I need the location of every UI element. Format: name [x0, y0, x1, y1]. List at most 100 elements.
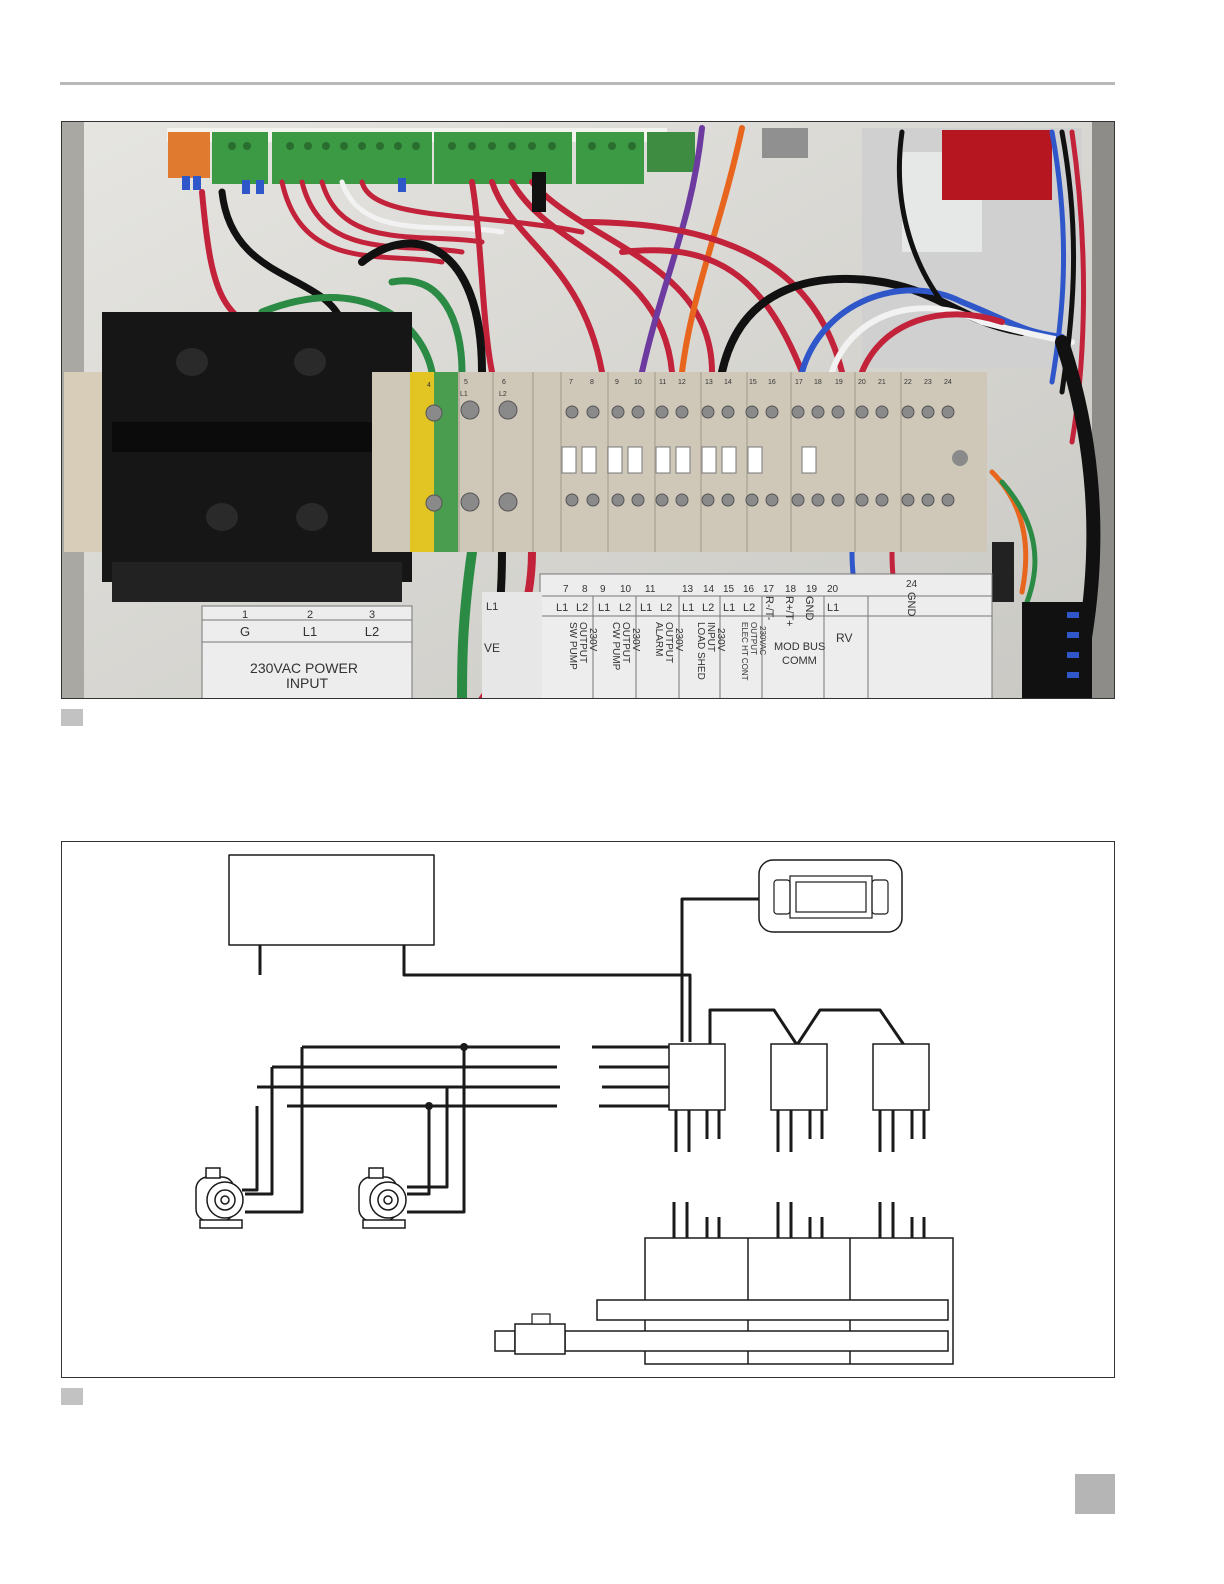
alarm-text: ALARM [653, 622, 664, 656]
wiring-label-card [539, 573, 993, 698]
strip-number: 18 [814, 379, 822, 386]
control-panel-box [228, 854, 435, 946]
label-num: 15 [723, 584, 735, 595]
strip-number: 16 [768, 379, 776, 386]
green-terminal-block [272, 132, 432, 184]
sw-pump-text: SW PUMP [567, 622, 578, 670]
control-box-photo-svg: 4 5 6 L1 L2 7 8 9 10 11 12 13 14 15 16 1… [62, 122, 1114, 698]
load-shed-text: 230V [715, 628, 726, 652]
pump-icon [195, 1167, 244, 1229]
green-terminal-block [434, 132, 572, 184]
terminal-label: G [240, 624, 250, 639]
sw-pump-text: 230V [587, 628, 598, 652]
corrugated-conduit [1022, 602, 1092, 698]
label-line: L1 [640, 602, 652, 614]
load-shed-text: LOAD SHED [695, 622, 706, 680]
label-num: 11 [645, 584, 656, 595]
power-input-label [201, 605, 413, 698]
l1-text: L1 [486, 601, 498, 613]
terminal-number: 3 [369, 609, 375, 621]
strip-number: 13 [705, 379, 713, 386]
label-num: 18 [785, 584, 797, 595]
orange-terminal-block [168, 132, 210, 178]
label-num: 19 [806, 584, 818, 595]
control-module [872, 1043, 930, 1111]
power-input-text: INPUT [286, 675, 328, 691]
strip-number: 10 [634, 379, 642, 386]
label-num: 13 [682, 584, 694, 595]
label-line: L2 [660, 602, 672, 614]
strip-number: 21 [878, 379, 886, 386]
label-num: 17 [763, 584, 775, 595]
strip-number: 24 [944, 379, 952, 386]
label-num: 20 [827, 584, 839, 595]
display-screen [795, 881, 867, 913]
terminal-label: L1 [303, 624, 317, 639]
green-terminal-block [212, 132, 268, 184]
strip-number: 20 [858, 379, 866, 386]
label-num: 10 [620, 584, 632, 595]
label-line: L2 [619, 602, 631, 614]
strip-number: 23 [924, 379, 932, 386]
control-module [770, 1043, 828, 1111]
rt-plus-text: R+/T+ [783, 596, 795, 627]
rv-text: RV [836, 631, 852, 645]
supply-manifold [596, 1299, 949, 1321]
return-manifold [564, 1330, 949, 1352]
label-num: 24 [906, 579, 918, 590]
ve-text: VE [484, 641, 500, 655]
gnd-text: GND [905, 592, 917, 617]
strip-number: 5 [464, 379, 468, 386]
elec-ht-text: 230VAC [758, 626, 767, 655]
strip-number: 22 [904, 379, 912, 386]
terminal-number: 1 [242, 609, 248, 621]
strip-number: 4 [427, 382, 431, 389]
valve-fitting [494, 1330, 516, 1352]
label-line: L1 [556, 602, 568, 614]
pump-icon [358, 1167, 407, 1229]
label-line: L2 [576, 602, 588, 614]
figure-marker [61, 709, 83, 726]
display-controller [758, 859, 903, 933]
strip-number: 15 [749, 379, 757, 386]
cw-pump-text: CW PUMP [610, 622, 621, 671]
green-terminal-block [576, 132, 644, 184]
wiring-diagram [61, 841, 1115, 1378]
strip-line-label: L2 [499, 391, 507, 398]
strip-line-label: L1 [460, 391, 468, 398]
strip-number: 7 [569, 379, 573, 386]
alarm-text: 230V [673, 628, 684, 652]
cw-pump-text: OUTPUT [620, 622, 631, 663]
rt-minus-text: R-/T- [763, 596, 775, 621]
label-line: L2 [743, 602, 755, 614]
terminal-label: L2 [365, 624, 379, 639]
control-module [668, 1043, 726, 1111]
strip-number: 8 [590, 379, 594, 386]
header-rule [60, 82, 1115, 85]
strip-number: 12 [678, 379, 686, 386]
strip-number: 6 [502, 379, 506, 386]
label-num: 16 [743, 584, 755, 595]
alarm-text: OUTPUT [663, 622, 674, 663]
control-box-photo: 4 5 6 L1 L2 7 8 9 10 11 12 13 14 15 16 1… [61, 121, 1115, 699]
label-num: 14 [703, 584, 715, 595]
label-num: 7 [563, 584, 569, 595]
label-line: L1 [598, 602, 610, 614]
elec-ht-text: ELEC HT CONT [740, 622, 749, 681]
figure-marker [61, 1388, 83, 1405]
power-input-text: 230VAC POWER [250, 660, 358, 676]
label-line: L1 [682, 602, 694, 614]
sw-pump-text: OUTPUT [577, 622, 588, 663]
mod-bus-text: MOD BUS [774, 641, 825, 653]
terminal-number: 2 [307, 609, 313, 621]
strip-number: 19 [835, 379, 843, 386]
strip-number: 14 [724, 379, 732, 386]
page-tab [1075, 1474, 1115, 1514]
strip-number: 17 [795, 379, 803, 386]
label-line: L1 [827, 602, 839, 614]
wiring-diagram-svg [195, 854, 954, 1365]
strip-number: 11 [659, 379, 666, 386]
strip-number: 9 [615, 379, 619, 386]
gnd-text: GND [803, 596, 815, 621]
label-num: 9 [600, 584, 606, 595]
